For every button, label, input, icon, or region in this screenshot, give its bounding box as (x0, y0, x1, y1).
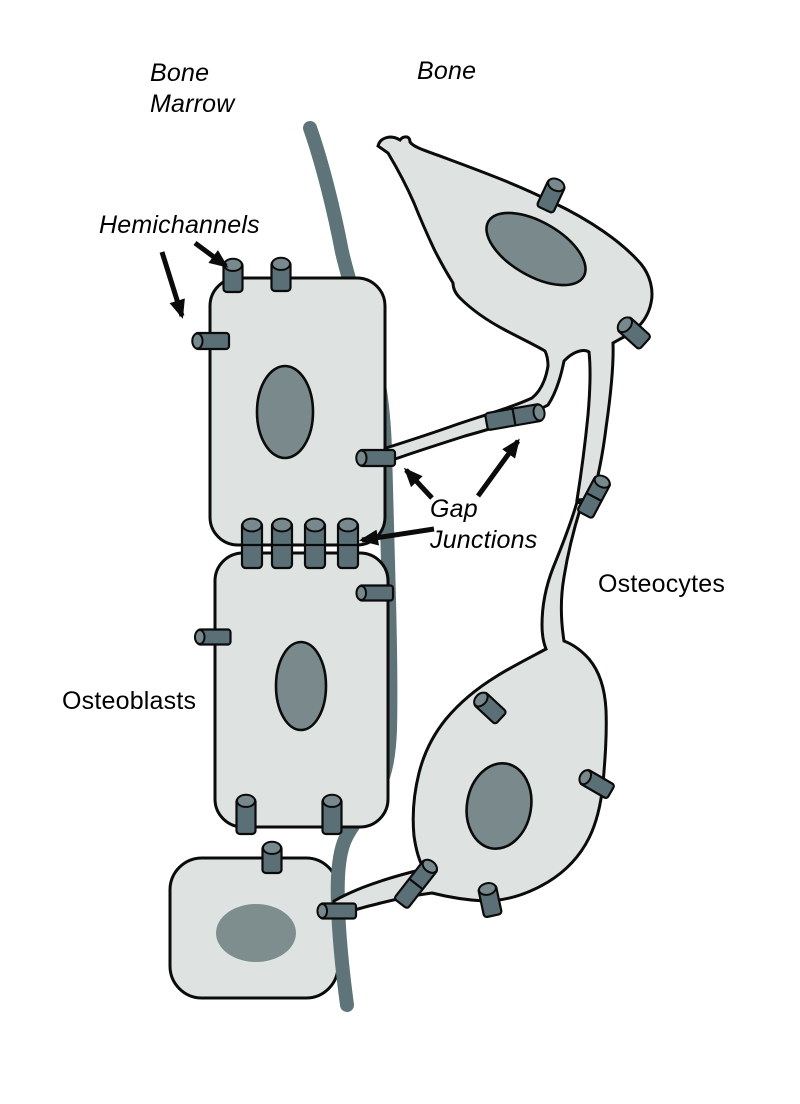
hemichannel-icon (578, 769, 615, 799)
gap-junction-icon (240, 517, 264, 570)
gap-junction-icon (355, 448, 397, 468)
nucleus-osteocyte-top (485, 211, 587, 287)
label-gap-junctions: Gap Junctions (430, 495, 538, 554)
hemichannel-icon (536, 177, 566, 214)
label-osteoblasts: Osteoblasts (62, 687, 197, 715)
gap-junction-icon (270, 517, 294, 570)
nucleus-osteocyte-bottom (465, 761, 533, 851)
nucleus-osteoblast-2 (274, 640, 328, 732)
hemichannel-icon (270, 256, 292, 293)
hemichannel-icon (477, 882, 503, 919)
osteocyte-cell-top (376, 135, 654, 502)
gap-junction-icon (484, 403, 546, 431)
nucleus-osteoblast-small (216, 904, 296, 962)
hemichannel-icon (191, 331, 231, 351)
hemichannels-arrow-1 (193, 240, 229, 269)
annotation-arrows (159, 240, 521, 546)
hemichannels-arrow-2 (159, 251, 185, 319)
gap-junction-icon (394, 858, 438, 909)
label-hemichannels: Hemichannels (99, 211, 260, 239)
gap-junction-icon (316, 902, 358, 920)
membrane-channels (191, 177, 651, 920)
gap-junctions-arrow-right (475, 438, 521, 498)
hemichannel-icon (261, 840, 283, 875)
gap-junctions-arrow-left (403, 467, 434, 500)
gap-junction-icon (303, 517, 327, 570)
hemichannel-icon (473, 691, 507, 725)
label-osteocytes: Osteocytes (598, 570, 726, 598)
gap-junctions-arrow-row (359, 526, 435, 546)
hemichannel-icon (321, 793, 343, 836)
hemichannel-icon (235, 793, 257, 836)
nucleus-osteoblast-1 (255, 364, 315, 460)
label-bone-marrow: Bone Marrow (150, 59, 235, 118)
hemichannel-icon (616, 316, 651, 350)
label-bone: Bone (417, 57, 477, 85)
hemichannel-icon (193, 628, 232, 646)
gap-junction-icon (336, 517, 360, 570)
hemichannel-icon (355, 584, 395, 602)
osteocyte-cell-bottom (332, 500, 608, 918)
gap-junction-icon (577, 474, 611, 519)
